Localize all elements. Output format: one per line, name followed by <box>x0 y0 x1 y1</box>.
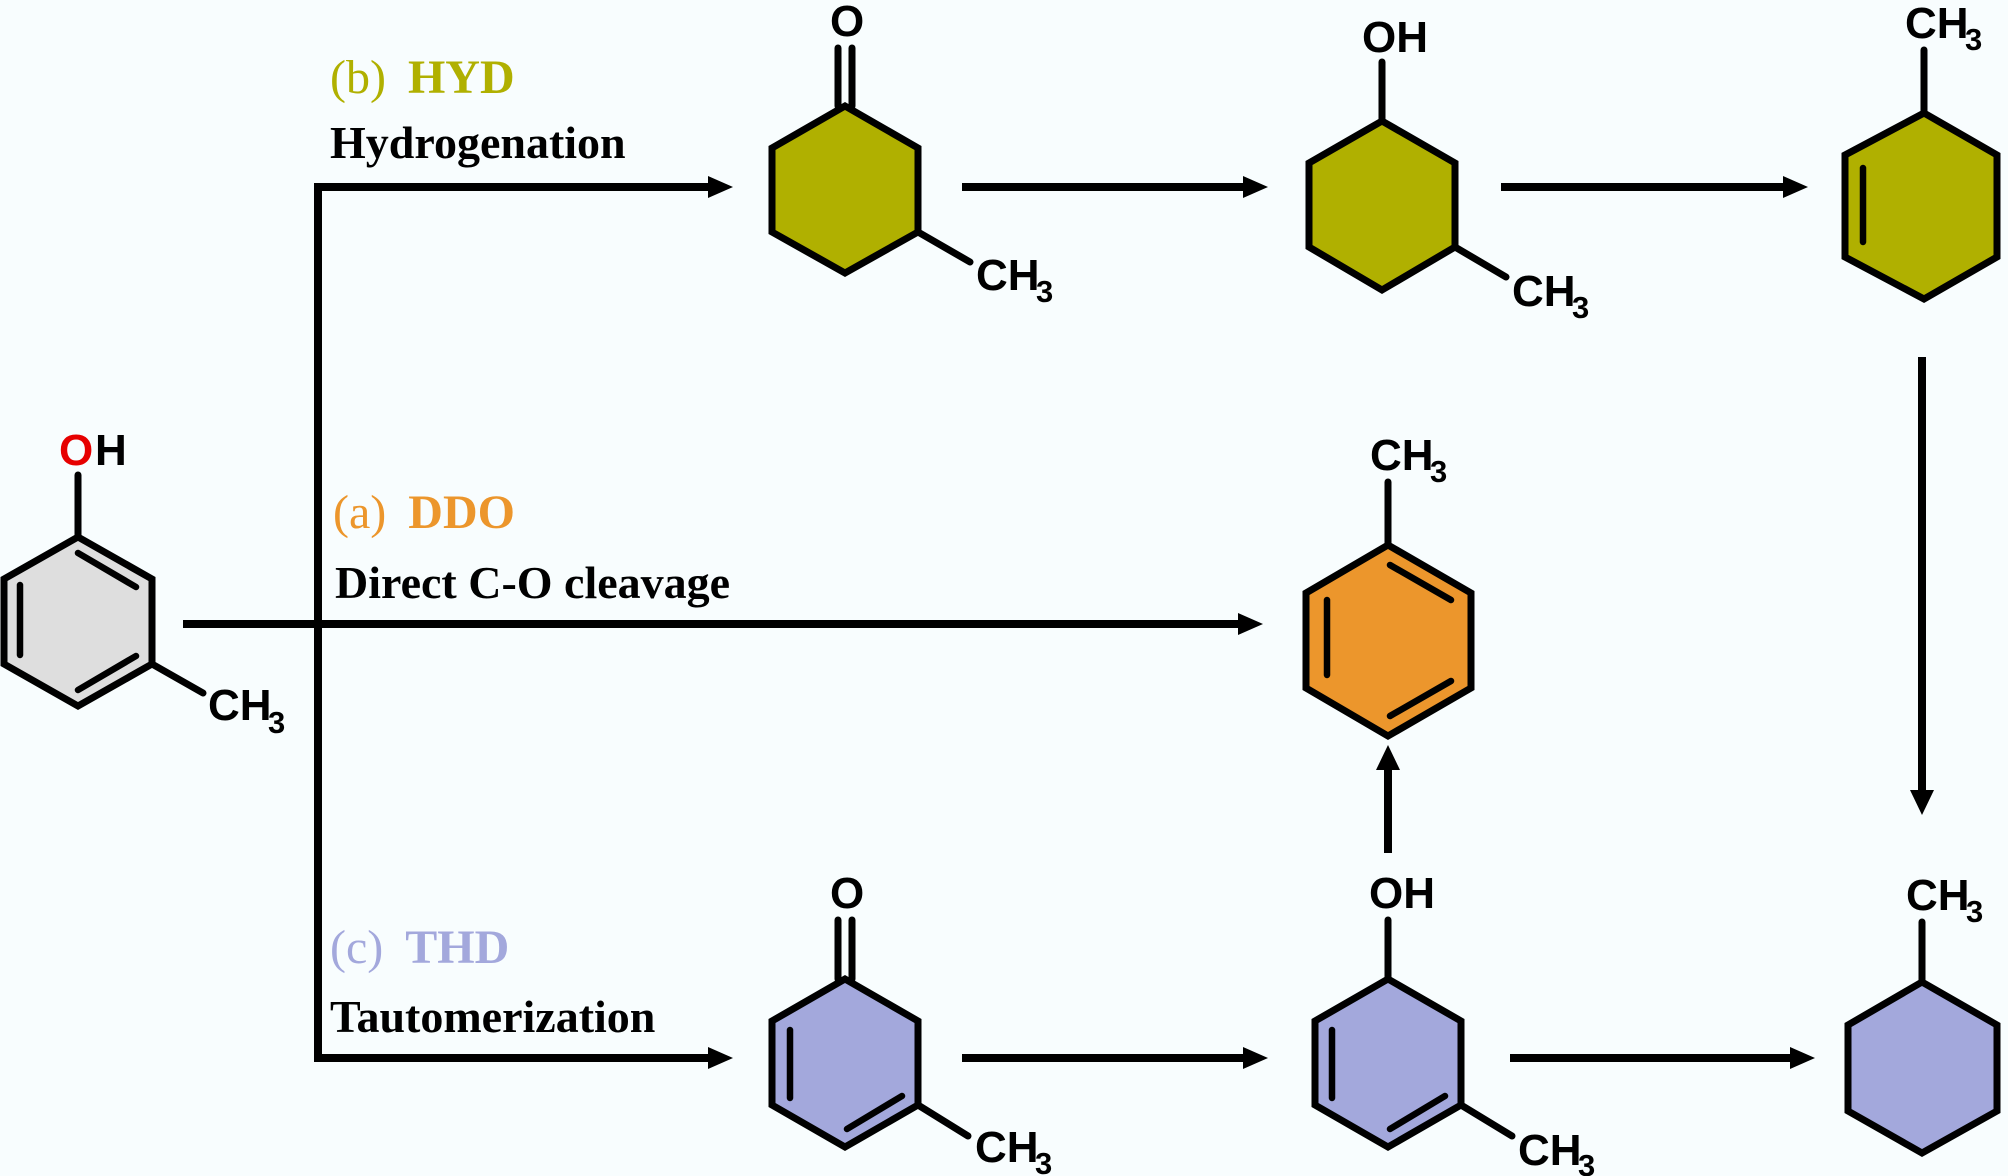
label-methyl: CH <box>1512 267 1576 316</box>
label-methyl: CH <box>1906 871 1970 920</box>
route-letter: (c) <box>330 921 383 974</box>
label-methyl: CH <box>208 681 272 730</box>
svg-text:(a) DDO: (a) DDO <box>333 486 515 539</box>
label-methyl-sub: 3 <box>1578 1148 1595 1176</box>
molecule-hyd-alkene: CH 3 <box>1841 0 2001 303</box>
label-methyl: CH <box>975 1123 1039 1172</box>
double-bond <box>1386 677 1455 720</box>
bond-methyl <box>1457 1101 1516 1140</box>
molecule-thd-alcohol: OH CH 3 <box>1311 869 1595 1176</box>
label-methyl: CH <box>1370 431 1434 480</box>
label-oxygen: O <box>830 0 864 46</box>
label-methyl-sub: 3 <box>1965 22 1982 57</box>
route-label-ddo: (a) DDO Direct C-O cleavage <box>333 486 730 608</box>
label-methyl-sub: 3 <box>1430 454 1447 489</box>
molecule-hyd-ketone: O CH 3 <box>768 0 1053 309</box>
bond-methyl <box>914 1101 972 1140</box>
route-label-thd: (c) THD Tautomerization <box>330 921 655 1042</box>
pathway-arrows <box>183 176 1934 1069</box>
label-methyl-sub: 3 <box>1572 290 1589 325</box>
label-hydrogen: H <box>95 426 127 475</box>
label-hydroxyl: OH <box>1369 869 1435 918</box>
molecule-thd-ketone: O CH 3 <box>768 869 1052 1176</box>
arrowhead <box>708 176 733 198</box>
ring <box>768 101 922 278</box>
molecule-toluene: CH 3 <box>1302 431 1475 741</box>
ring <box>1305 116 1459 295</box>
route-abbr: DDO <box>408 486 515 539</box>
arrowhead <box>708 1047 733 1069</box>
label-methyl-sub: 3 <box>1035 1146 1052 1176</box>
ring <box>1841 109 2001 303</box>
route-description: Hydrogenation <box>330 117 626 168</box>
label-oxygen: O <box>59 426 93 475</box>
arrowhead <box>1910 790 1934 815</box>
arrowhead <box>1238 613 1263 635</box>
route-description: Tautomerization <box>330 991 655 1042</box>
bond-methyl <box>914 228 974 266</box>
ring <box>1844 977 2001 1158</box>
arrowhead <box>1783 176 1808 198</box>
double-bond <box>843 1092 906 1133</box>
molecule-methylcyclohexane: CH 3 <box>1844 871 2001 1158</box>
route-abbr: HYD <box>408 51 515 104</box>
svg-text:(c) THD: (c) THD <box>330 921 509 974</box>
label-methyl: CH <box>976 251 1040 300</box>
double-bond <box>1386 561 1455 604</box>
ring-m-cresol <box>0 532 156 711</box>
route-abbr: THD <box>405 921 509 974</box>
molecule-hyd-alcohol: OH CH 3 <box>1305 13 1589 325</box>
arrowhead <box>1243 1047 1268 1069</box>
arrowhead <box>1790 1047 1815 1069</box>
svg-text:(b) HYD: (b) HYD <box>330 51 515 104</box>
route-letter: (b) <box>330 51 386 104</box>
ring <box>1302 540 1475 741</box>
arrowhead <box>1243 176 1268 198</box>
label-methyl: CH <box>1905 0 1969 48</box>
label-methyl: CH <box>1518 1126 1582 1175</box>
bond-methyl <box>148 660 207 697</box>
double-bond <box>1386 1092 1449 1133</box>
route-description: Direct C-O cleavage <box>335 557 730 608</box>
label-hydroxyl: OH <box>1362 13 1428 62</box>
bond-methyl <box>1451 243 1510 281</box>
label-methyl-sub: 3 <box>268 705 285 740</box>
double-bond <box>74 652 140 694</box>
molecule-m-cresol: O H CH 3 <box>0 426 285 740</box>
double-bond <box>74 549 140 591</box>
label-oxygen: O <box>830 869 864 918</box>
label-methyl-sub: 3 <box>1036 274 1053 309</box>
arrowhead <box>1376 745 1400 770</box>
route-label-hyd: (b) HYD Hydrogenation <box>330 51 626 168</box>
label-methyl-sub: 3 <box>1966 894 1983 929</box>
route-letter: (a) <box>333 486 386 539</box>
